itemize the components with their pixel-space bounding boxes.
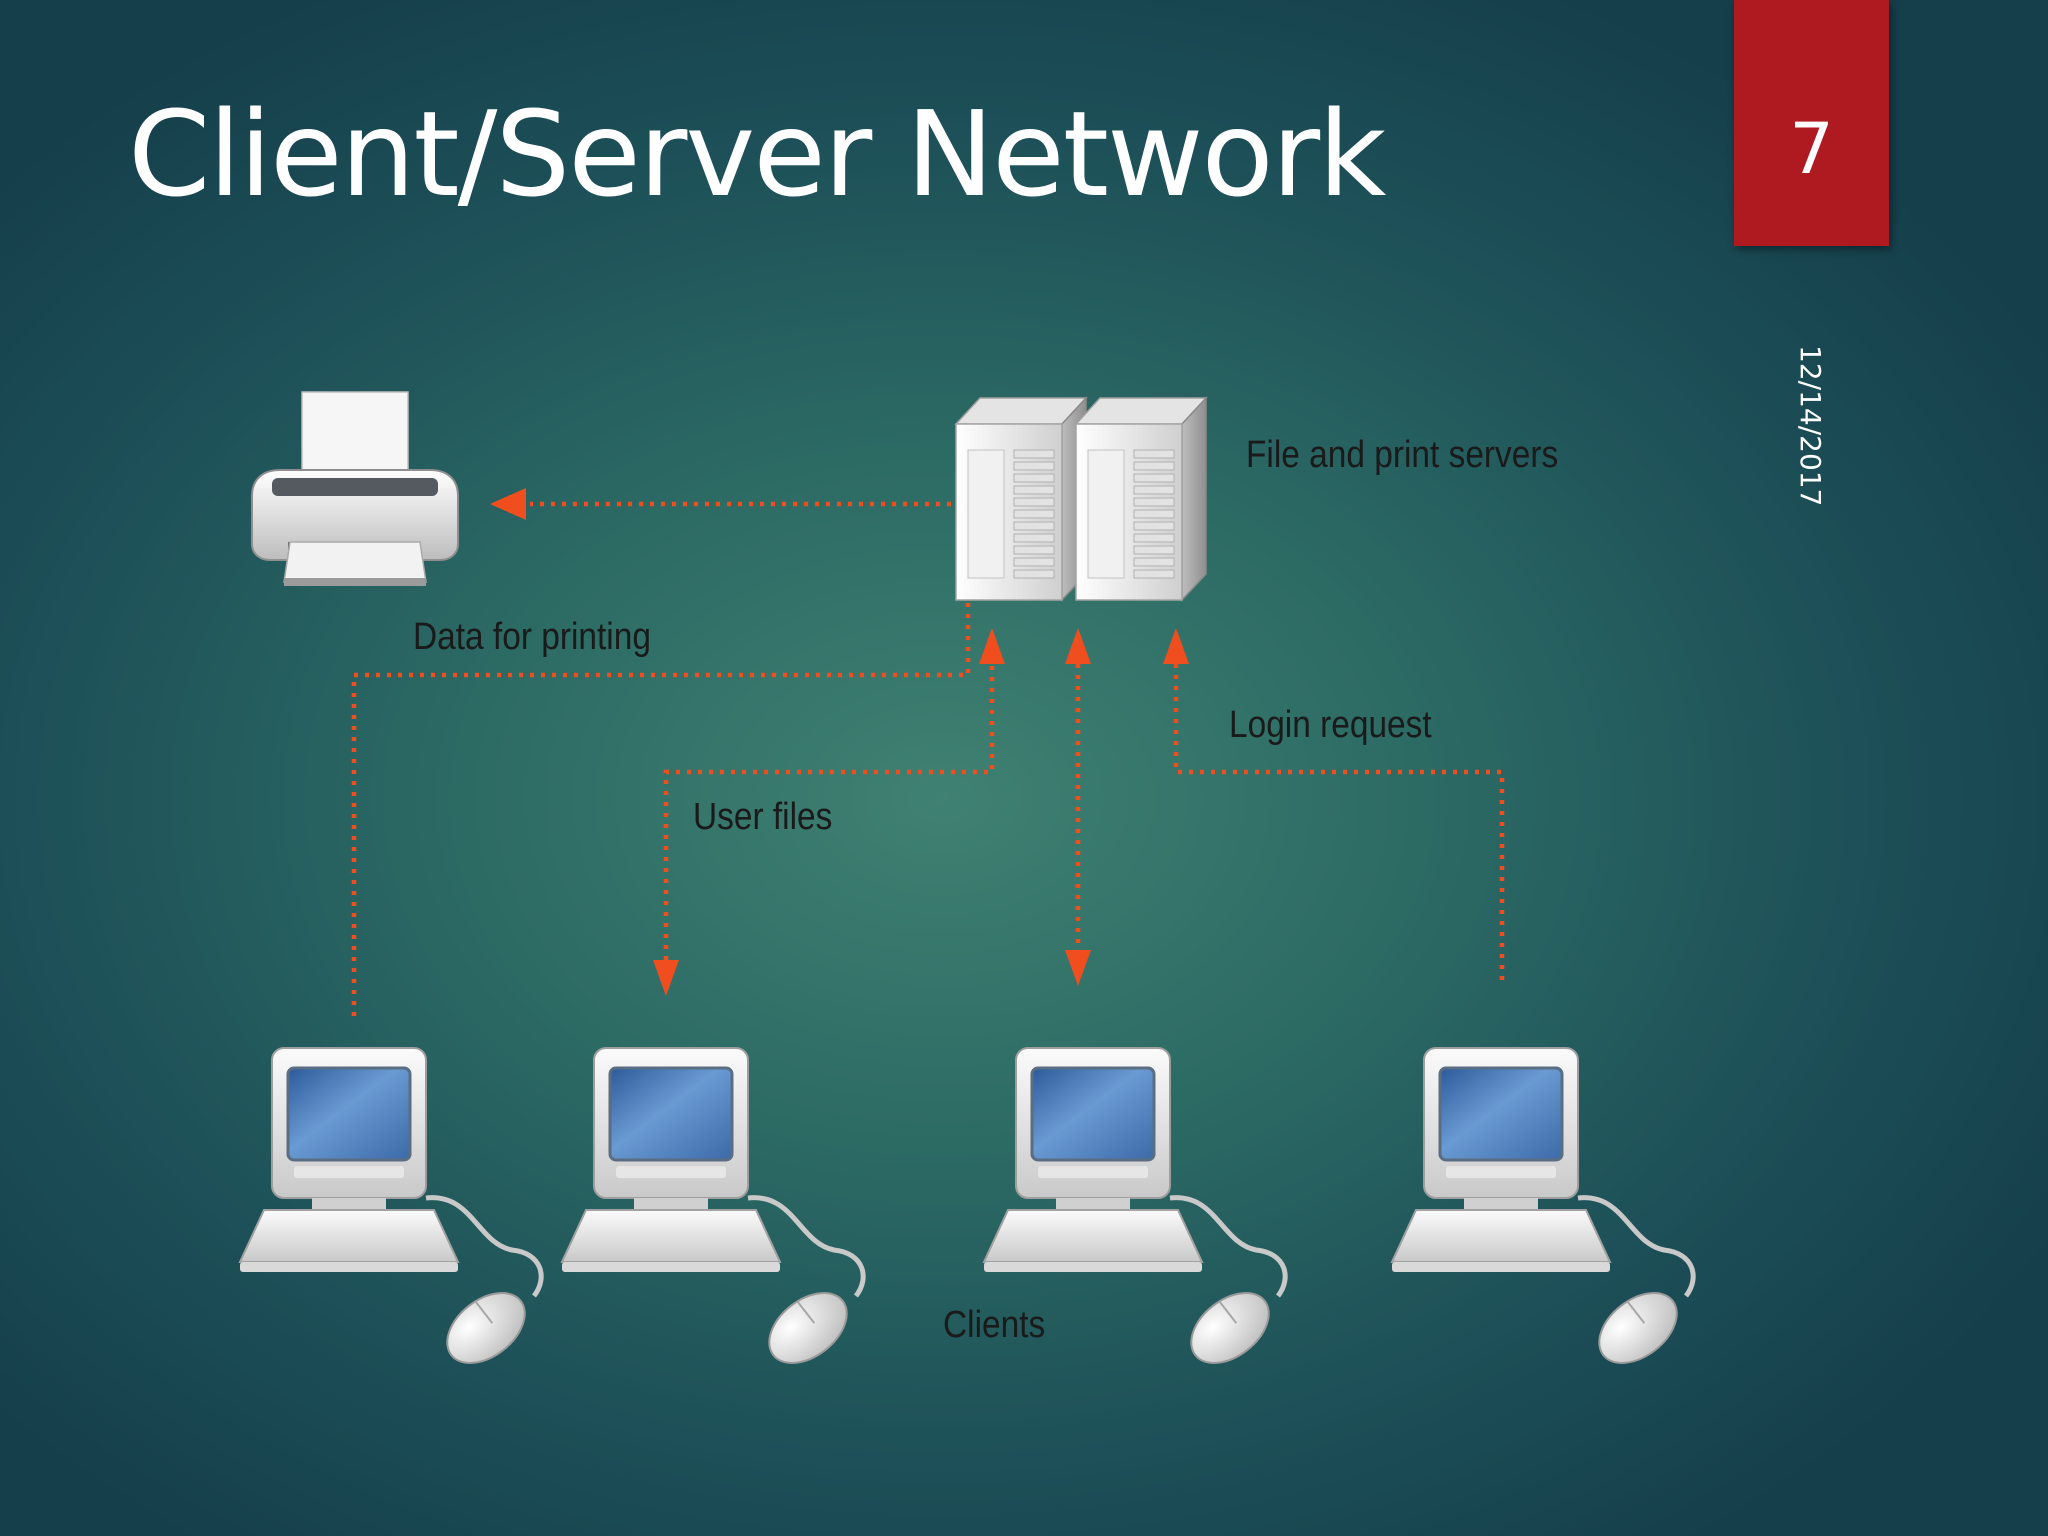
arrowhead-to-server-3 [1163,628,1189,664]
arrowhead-to-printer [490,488,526,520]
slide-title: Client/Server Network [128,85,1387,223]
server-tower-icon [955,397,1207,601]
page-number-badge: 7 [1734,0,1889,246]
desktop-computer-icon [1392,1048,1693,1377]
client-computer-4 [1392,1048,1693,1377]
client-computer-2 [562,1048,863,1377]
user-files-label: User files [693,796,833,838]
arrowhead-to-server-1 [979,628,1005,664]
clients-label: Clients [943,1304,1046,1346]
dotted-connectors [351,501,1505,1016]
client-computer-1 [240,1048,541,1377]
printing-flow-from-client [351,504,971,1016]
arrowhead-to-server-2 [1065,628,1091,664]
login-request-flow [1173,664,1505,982]
arrowhead-to-client-2 [653,960,679,996]
arrowhead-to-client-3 [1065,950,1091,986]
desktop-computer-icon [240,1048,541,1377]
printer-icon [251,391,459,586]
printing-label: Data for printing [413,616,651,658]
login-request-label: Login request [1229,704,1432,746]
desktop-computer-icon [562,1048,863,1377]
servers-label: File and print servers [1246,434,1559,476]
slide-date: 12/14/2017 [1794,345,1827,507]
page-number: 7 [1789,108,1834,190]
